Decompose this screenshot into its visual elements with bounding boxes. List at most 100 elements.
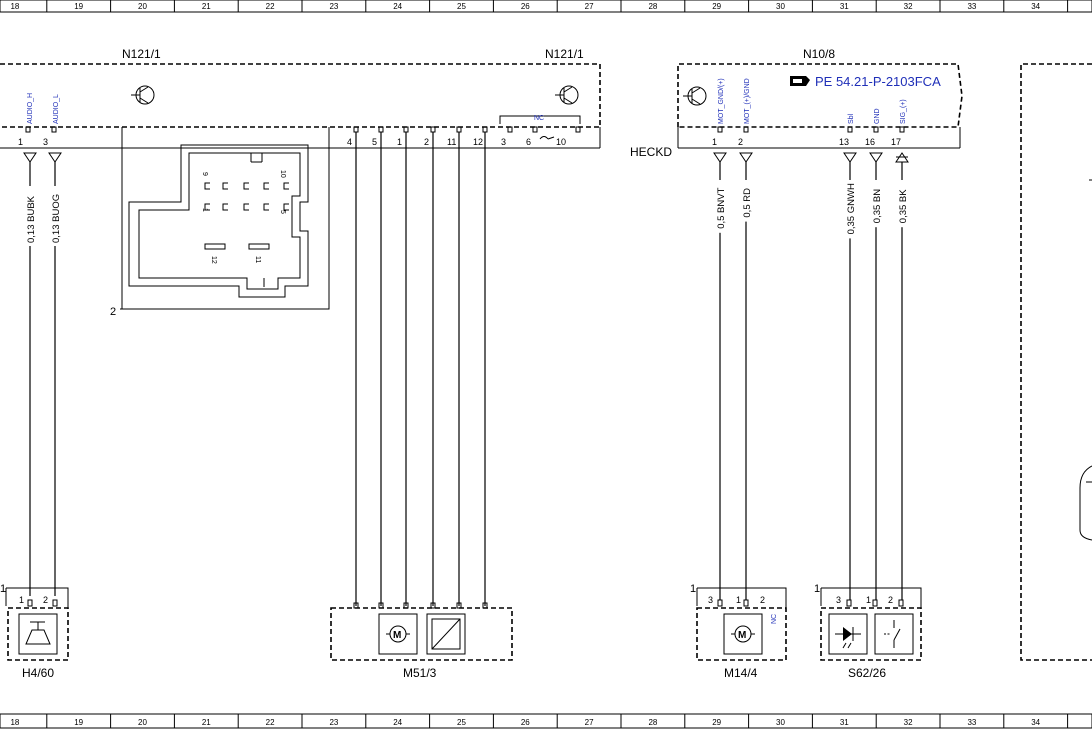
pin-number-2: 2 [424,137,429,147]
component-m51-3: M M51/3 [330,607,513,680]
m14-4-pin-1: 1 [736,595,741,605]
grid-column-20: 20 [138,718,147,727]
pin-number-5: 5 [372,137,377,147]
reference-link[interactable]: PE 54.21-P-2103FCA [815,74,941,89]
grid-column-29: 29 [712,718,721,727]
grid-column-18: 18 [10,2,19,11]
pin-number-6: 6 [526,137,531,147]
m14-4-pin-2: 2 [760,595,765,605]
module-label-n121-left: N121/1 [122,47,161,61]
pin-signal: GND [874,108,881,124]
m14-4-group-label: 1 [690,583,696,595]
pin-signal-audio-h: AUDIO_H [27,93,34,124]
grid-column-30: 30 [776,718,785,727]
m14-4-nc-label: NC [771,614,778,624]
pin-socket [873,126,879,133]
wire-label: 0,35 BK [898,189,909,223]
connector-pin-1: 1 [201,208,208,212]
grid-column-30: 30 [776,2,785,11]
connector-pin-12: 12 [210,256,217,264]
transistor-icon [683,86,707,106]
grid-column-28: 28 [648,2,657,11]
heckd-label: HECKD [630,145,672,159]
grid-column-27: 27 [585,718,594,727]
connector-cavity [243,203,249,211]
grid-column-34: 34 [1031,2,1040,11]
grid-column-21: 21 [202,718,211,727]
grid-column-22: 22 [266,718,275,727]
connector-cavity [263,203,269,211]
connector-cavity [222,182,228,190]
pin-number-1: 1 [397,137,402,147]
reference-hand-icon [790,76,810,86]
connector-pin-9: 9 [201,172,208,176]
s62-26-pin-3: 3 [836,595,841,605]
nc-label: NC [534,115,544,122]
pin-socket [575,126,581,133]
s62-26-pin-1: 1 [866,595,871,605]
grid-column-26: 26 [521,718,530,727]
grid-column-25: 25 [457,718,466,727]
module-label-n10-8: N10/8 [803,47,835,61]
pin-number-16: 16 [865,137,875,147]
grid-column-23: 23 [329,2,338,11]
connector-cavity [283,203,289,211]
pin-signal: SIG_(+) [900,99,907,124]
grid-column-29: 29 [712,2,721,11]
pin-signal: MOT_(+)/GND [744,78,751,124]
transistor-icon [555,85,579,105]
grid-column-22: 22 [266,2,275,11]
m14-4-label: M14/4 [724,666,758,680]
output-arrow [843,152,857,163]
grid-column-31: 31 [840,718,849,727]
h4-60-pin-1: 1 [19,595,24,605]
grid-column-18: 18 [10,718,19,727]
wires-h4-60: 0,13 BUBK 0,13 BUOG [22,152,63,596]
grid-column-31: 31 [840,2,849,11]
pin-number-2: 2 [738,137,743,147]
wire-audio-h: 0,13 BUBK [22,152,38,596]
wire-label: 0,35 GNWH [846,183,857,234]
sensor-icon [426,613,466,655]
s62-26-pin-2: 2 [888,595,893,605]
pin-socket [507,126,513,133]
h4-60-pin-2: 2 [43,595,48,605]
component-s62-26: 1 3 1 2 S62/26 [814,583,922,680]
pin-socket [430,602,436,609]
grid-column-24: 24 [393,718,402,727]
wire-audio-l: 0,13 BUOG [47,152,63,596]
motor-symbol-m14: M [738,630,746,641]
nc-bracket: NC [499,115,581,140]
grid-column-34: 34 [1031,718,1040,727]
s62-26-label: S62/26 [848,666,886,680]
pin-socket [717,126,723,133]
module-n10-8: N10/8 HECKD PE 54.21-P-2103FCA MOT_GND/(… [630,47,963,600]
output-arrow [739,152,753,163]
pin-signal-audio-l: AUDIO_L [53,94,60,124]
wire-label: 0,5 RD [742,188,753,218]
pin-number-13: 13 [839,137,849,147]
motor-icon: M [378,613,418,655]
motor-symbol-m51: M [393,630,401,641]
pin-number-3: 3 [43,137,48,147]
grid-column-27: 27 [585,2,594,11]
m51-3-label: M51/3 [403,666,437,680]
module-label-n121-right: N121/1 [545,47,584,61]
speaker-icon [18,613,58,655]
pin-number-12: 12 [473,137,483,147]
grid-column-25: 25 [457,2,466,11]
connector-pin-10: 10 [279,170,286,178]
grid-column-24: 24 [393,2,402,11]
component-m14-4: 1 3 1 2 M NC M14/4 [690,583,787,680]
connector-pin-11: 11 [254,256,261,263]
connector-view: 9 10 1 5 12 11 2 [110,127,330,318]
motor-icon: M [723,613,763,655]
pin-socket [899,126,905,133]
pin-number-3: 3 [501,137,506,147]
wire-label: 0,35 BN [872,189,883,223]
connector-cavity [283,182,289,190]
grid-column-19: 19 [74,2,83,11]
